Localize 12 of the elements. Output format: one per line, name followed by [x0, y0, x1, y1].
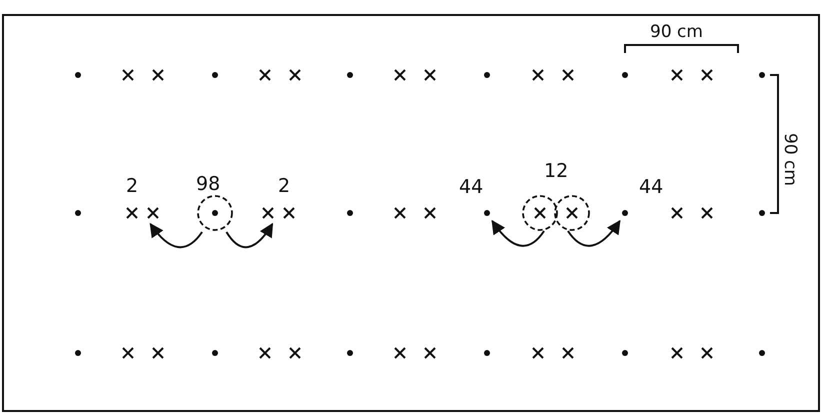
curved-arrow	[226, 222, 274, 248]
plant-count: 44	[459, 177, 484, 197]
plant-count: 2	[126, 176, 138, 196]
curved-arrow	[492, 220, 545, 247]
dimension-label: 90 cm	[780, 133, 800, 186]
curved-arrow	[567, 220, 620, 247]
plant-count: 98	[196, 174, 220, 194]
dimension-label: 90 cm	[650, 22, 703, 42]
plant-count: 44	[639, 177, 664, 197]
curved-arrow	[150, 222, 203, 248]
plant-count: 2	[278, 176, 290, 196]
plant-count: 12	[544, 161, 568, 181]
